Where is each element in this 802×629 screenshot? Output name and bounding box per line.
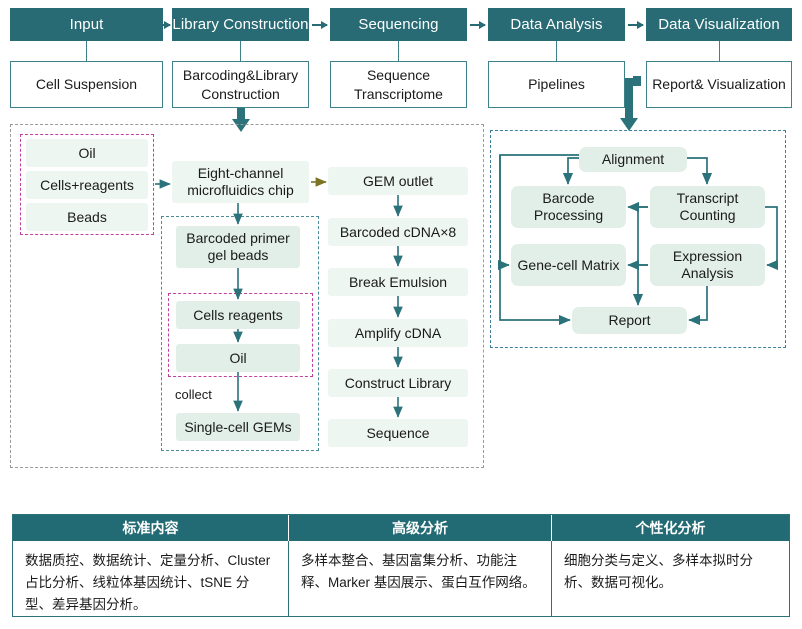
node-label: Report — [608, 312, 651, 328]
node-beads-input[interactable]: Beads — [26, 203, 148, 231]
node-label: Amplify cDNA — [354, 324, 442, 341]
stage-sub-label: Sequence Transcriptome — [354, 66, 443, 102]
stage-sub-sequence-transcriptome[interactable]: Sequence Transcriptome — [330, 61, 467, 108]
node-break-emulsion[interactable]: Break Emulsion — [328, 268, 468, 296]
node-gene-cell-matrix[interactable]: Gene-cell Matrix — [511, 244, 626, 286]
stage-connector-input — [86, 41, 87, 61]
collect-label: collect — [175, 387, 212, 402]
stage-sub-pipelines[interactable]: Pipelines — [488, 61, 625, 108]
stage-arrow-4 — [628, 21, 644, 29]
node-label: Expression Analysis — [672, 248, 743, 281]
stage-connector-visualization — [719, 41, 720, 61]
stage-header-label: Data Visualization — [658, 16, 780, 33]
node-report[interactable]: Report — [572, 307, 687, 334]
node-transcript-counting[interactable]: Transcript Counting — [650, 186, 765, 228]
node-label: Alignment — [601, 151, 665, 167]
stage-header-data-visualization[interactable]: Data Visualization — [646, 8, 792, 41]
stage-sub-report-visualization[interactable]: Report& Visualization — [646, 61, 792, 108]
node-construct-library[interactable]: Construct Library — [328, 369, 468, 397]
stage-header-library-construction[interactable]: Library Construction — [172, 8, 309, 41]
table-header-advanced: 高级分析 — [289, 515, 552, 541]
stage-sub-label: Report& Visualization — [652, 76, 786, 92]
node-label: Oil — [78, 144, 96, 161]
node-label: Single-cell GEMs — [184, 418, 292, 435]
stage-sub-label: Barcoding&Library Construction — [182, 66, 299, 102]
node-oil-input[interactable]: Oil — [26, 139, 148, 167]
inputs-group — [20, 134, 154, 235]
stage-sub-barcoding-library-construction[interactable]: Barcoding&Library Construction — [172, 61, 309, 108]
stage-arrow-2 — [312, 21, 328, 29]
node-expression-analysis[interactable]: Expression Analysis — [650, 244, 765, 286]
node-cells-reagents-input[interactable]: Cells+reagents — [26, 171, 148, 199]
node-label: Break Emulsion — [348, 273, 448, 290]
stage-header-sequencing[interactable]: Sequencing — [330, 8, 467, 41]
stage-header-label: Data Analysis — [510, 16, 603, 33]
node-label: Transcript Counting — [676, 190, 739, 223]
analysis-content-table: 标准内容 高级分析 个性化分析 数据质控、数据统计、定量分析、Cluster 占… — [12, 514, 790, 617]
table-header-custom: 个性化分析 — [635, 520, 706, 536]
table-header-standard: 标准内容 — [13, 515, 289, 541]
node-label: Beads — [67, 208, 107, 225]
stage-connector-analysis — [556, 41, 557, 61]
table-cell-custom: 细胞分类与定义、多样本拟时分析、数据可视化。 — [564, 553, 753, 590]
stage-sub-cell-suspension[interactable]: Cell Suspension — [10, 61, 163, 108]
stage-connector-library — [240, 41, 241, 61]
stage-sub-label: Cell Suspension — [35, 76, 138, 92]
node-label: Barcode Processing — [533, 190, 604, 223]
node-label: Oil — [229, 349, 247, 366]
table-cell-advanced: 多样本整合、基因富集分析、功能注释、Marker 基因展示、蛋白互作网络。 — [289, 541, 552, 616]
stage-arrow-3 — [470, 21, 486, 29]
node-label: Eight-channel microfluidics chip — [187, 165, 294, 198]
node-alignment[interactable]: Alignment — [579, 147, 687, 172]
node-label: Cells+reagents — [40, 176, 134, 193]
node-gem-outlet[interactable]: GEM outlet — [328, 167, 468, 195]
node-label: Cells reagents — [193, 306, 283, 323]
table-cell-standard: 数据质控、数据统计、定量分析、Cluster 占比分析、线粒体基因统计、tSNE… — [13, 541, 289, 616]
stage-header-label: Input — [69, 16, 104, 33]
node-oil[interactable]: Oil — [176, 344, 300, 372]
node-barcoded-cdna[interactable]: Barcoded cDNA×8 — [328, 218, 468, 246]
table-header-row: 标准内容 高级分析 个性化分析 — [13, 515, 789, 541]
stage-header-label: Sequencing — [358, 16, 439, 33]
node-single-cell-gems[interactable]: Single-cell GEMs — [176, 413, 300, 441]
thick-arrow-pipelines-to-analysis — [620, 76, 646, 132]
node-barcode-processing[interactable]: Barcode Processing — [511, 186, 626, 228]
thick-arrow-library-to-wetlab — [232, 108, 252, 132]
node-amplify-cdna[interactable]: Amplify cDNA — [328, 319, 468, 347]
table-body-row: 数据质控、数据统计、定量分析、Cluster 占比分析、线粒体基因统计、tSNE… — [13, 541, 789, 616]
node-label: GEM outlet — [362, 172, 434, 189]
node-cells-reagents[interactable]: Cells reagents — [176, 301, 300, 329]
node-microfluidics-chip[interactable]: Eight-channel microfluidics chip — [172, 161, 309, 203]
node-label: Gene-cell Matrix — [517, 256, 620, 273]
node-sequence[interactable]: Sequence — [328, 419, 468, 447]
wetlab-panel — [10, 124, 484, 468]
stage-arrow-1 — [156, 21, 171, 29]
stage-header-input[interactable]: Input — [10, 8, 163, 41]
node-label: Barcoded cDNA×8 — [339, 223, 457, 240]
stage-connector-sequencing — [398, 41, 399, 61]
node-label: Construct Library — [344, 374, 452, 391]
node-barcoded-primer-gel-beads[interactable]: Barcoded primer gel beads — [176, 226, 300, 268]
node-label: Sequence — [366, 424, 430, 441]
stage-sub-label: Pipelines — [528, 76, 585, 92]
node-label: Barcoded primer gel beads — [186, 230, 290, 263]
analysis-panel — [490, 130, 786, 348]
stage-header-data-analysis[interactable]: Data Analysis — [488, 8, 625, 41]
stage-header-label: Library Construction — [172, 16, 309, 33]
